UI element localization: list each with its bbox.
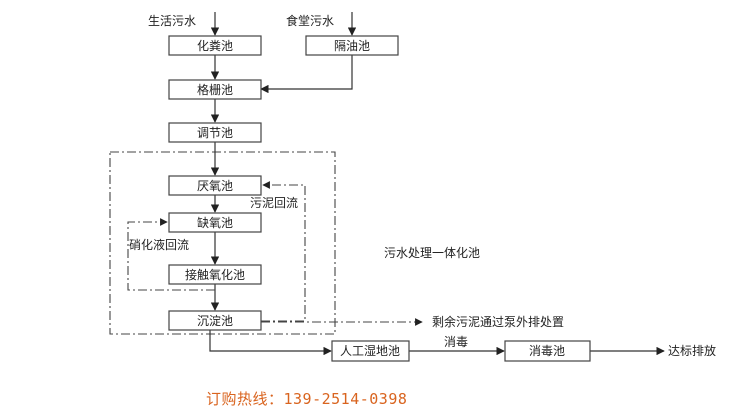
sedimentation-tank-box: 沉淀池 [168, 310, 262, 331]
constructed-wetland-label: 人工湿地池 [340, 343, 400, 358]
nitrate-return-line [127, 218, 215, 291]
canteen-sewage-label: 食堂污水 [286, 13, 334, 28]
nitrate-return-label: 硝化液回流 [129, 237, 189, 252]
order-hotline: 订购热线：139-2514-0398 [206, 390, 408, 408]
equalization-tank-box: 调节池 [168, 122, 262, 143]
integrated-unit-label: 污水处理一体化池 [384, 246, 480, 260]
domestic-sewage-label: 生活污水 [148, 14, 196, 28]
anoxic-tank-label: 缺氧池 [197, 215, 233, 230]
grid-tank-box: 格栅池 [168, 79, 262, 100]
anaerobic-tank-label: 厌氧池 [197, 179, 233, 193]
constructed-wetland-box: 人工湿地池 [331, 340, 410, 362]
anoxic-tank-box: 缺氧池 [168, 212, 262, 233]
arrow-sedimentation-to-wetland [209, 330, 332, 356]
anaerobic-tank-box: 厌氧池 [168, 175, 262, 196]
sludge-return-line [261, 181, 306, 322]
arrow-grease-to-grid [260, 55, 353, 94]
disinfection-tank-label: 消毒池 [529, 344, 565, 358]
disinfect-label: 消毒 [444, 335, 468, 349]
septic-tank-box: 化粪池 [168, 35, 262, 56]
equalization-tank-label: 调节池 [197, 126, 233, 140]
contact-oxidation-tank-box: 接触氧化池 [168, 264, 262, 285]
sedimentation-tank-label: 沉淀池 [197, 314, 233, 328]
sludge-return-label: 污泥回流 [250, 196, 298, 210]
integrated-unit-boundary [109, 151, 336, 335]
grease-trap-box: 隔油池 [305, 35, 399, 56]
grease-trap-label: 隔油池 [334, 39, 370, 53]
contact-oxidation-tank-label: 接触氧化池 [185, 267, 245, 282]
discharge-label: 达标排放 [668, 343, 716, 358]
excess-sludge-label: 剩余污泥通过泵外排处置 [432, 314, 564, 329]
grid-tank-label: 格栅池 [197, 82, 233, 97]
disinfection-tank-box: 消毒池 [504, 340, 591, 362]
septic-tank-label: 化粪池 [197, 39, 233, 53]
